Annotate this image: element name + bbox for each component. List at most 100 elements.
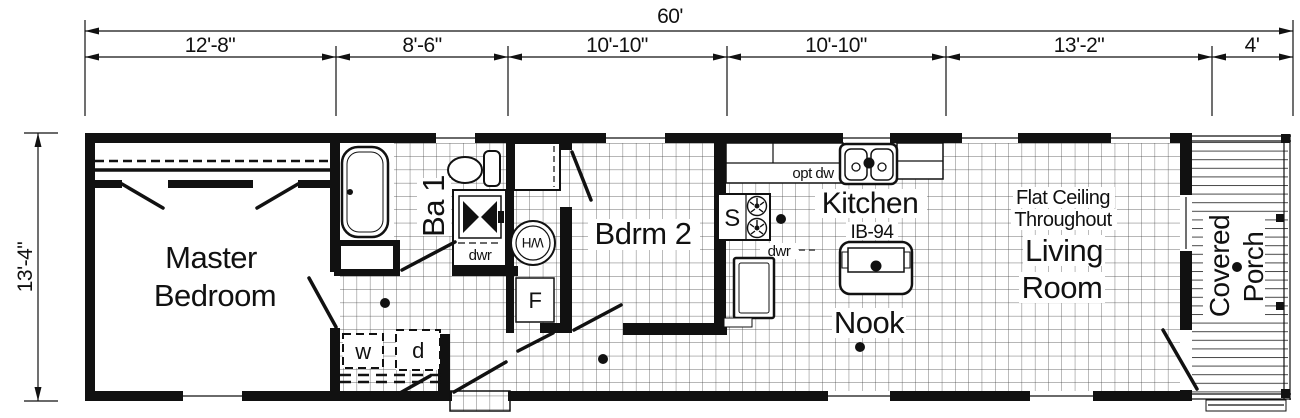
bath-drawers-label: dwr xyxy=(469,247,492,264)
utility-door-leaf xyxy=(516,331,555,353)
living-room: Flat Ceiling Throughout Living Room xyxy=(1011,187,1199,391)
laundry: w d xyxy=(340,329,448,384)
master-bedroom: Master Bedroom xyxy=(95,159,338,329)
room-label-kitchen: Kitchen xyxy=(822,187,919,220)
master-door-leaf xyxy=(307,276,338,329)
wall-wd-stub xyxy=(438,334,450,391)
wall-closet xyxy=(95,180,122,188)
utility-cabinet xyxy=(513,142,561,191)
room-label-nook: Nook xyxy=(834,305,905,340)
sink-faucet xyxy=(863,157,875,169)
dim-overall-height: 13'-4" xyxy=(14,242,37,293)
toilet-tank xyxy=(483,150,501,187)
room-label-covered: Covered xyxy=(1204,215,1235,317)
wall-utility-right xyxy=(560,143,572,150)
entry-door-leaf xyxy=(452,360,508,394)
room-label-master: Master xyxy=(165,240,257,275)
ceiling-light xyxy=(380,298,390,308)
closet-door-leaf xyxy=(255,182,300,210)
bedroom2-closet-door-leaf xyxy=(570,150,593,202)
dryer xyxy=(395,329,441,371)
porch-post xyxy=(1281,134,1290,143)
wall-bath-south xyxy=(452,266,518,276)
closet-door-leaf xyxy=(120,182,165,210)
room-label-living: Living xyxy=(1025,233,1103,268)
dim-segment-5: 13'-2" xyxy=(1054,34,1105,57)
linen-cabinet xyxy=(341,246,393,269)
tub-drain xyxy=(347,189,353,195)
porch-post xyxy=(1276,302,1284,310)
ceiling-note-line2: Throughout xyxy=(1014,209,1112,231)
furnace-label: F xyxy=(529,288,542,313)
exterior-wall-bottom xyxy=(85,391,1192,401)
vanity-sink-bowtie xyxy=(481,201,497,233)
range-label: S xyxy=(724,205,740,232)
left-dimension-line: 13'-4" xyxy=(14,132,58,402)
room-label-bedroom2: Bdrm 2 xyxy=(595,216,692,251)
entry-door-leaf xyxy=(398,374,432,395)
sink-basin xyxy=(844,148,868,181)
range-burner xyxy=(746,195,768,239)
refrigerator xyxy=(732,256,776,320)
bath-door-leaf xyxy=(400,240,457,272)
wall-bedroom2-south xyxy=(623,323,727,335)
ceiling-light xyxy=(598,354,608,364)
sink-drain xyxy=(877,162,887,172)
wall-closet xyxy=(298,180,330,188)
ceiling-note-line1: Flat Ceiling xyxy=(1016,187,1110,209)
covered-porch: Covered Porch xyxy=(1192,134,1291,412)
wall-utility-left xyxy=(506,143,514,333)
kitchen-drawers-label: dwr xyxy=(768,243,791,260)
bedroom-2: Bdrm 2 xyxy=(570,150,700,332)
washer xyxy=(342,333,384,369)
toilet-bowl xyxy=(447,156,483,184)
hall xyxy=(380,214,865,395)
room-label-bedroom: Bedroom xyxy=(154,278,276,313)
entry-step xyxy=(449,390,511,412)
top-dimension-lines: 60' 12'-8" 8'-6" 10'-10" 10'-10" 13'-2" … xyxy=(84,5,1294,116)
room-label-porch: Porch xyxy=(1238,232,1269,303)
dim-segment-2: 8'-6" xyxy=(402,34,441,57)
sink-basin xyxy=(870,148,894,181)
island-tab xyxy=(903,251,911,269)
porch-door-leaf xyxy=(1161,328,1199,391)
water-heater-label: WH xyxy=(522,235,544,250)
sink-drain xyxy=(851,162,861,172)
washer-label: w xyxy=(354,339,371,364)
vanity-cabinet xyxy=(452,189,507,267)
dim-segment-6: 4' xyxy=(1245,34,1260,57)
water-heater-inner xyxy=(515,225,551,261)
kitchen: opt dw S dwr Kitchen xyxy=(717,142,944,340)
porch-post xyxy=(1281,389,1290,398)
porch-post xyxy=(1276,214,1284,222)
refrigerator-inner xyxy=(738,262,770,314)
ceiling-light xyxy=(855,342,865,352)
bedroom2-door-leaf xyxy=(572,303,623,332)
optional-dishwasher-label: opt dw xyxy=(792,165,834,182)
kitchen-model-label: IB-94 xyxy=(851,222,895,243)
bathtub xyxy=(340,145,390,239)
dim-segment-3: 10'-10" xyxy=(586,34,648,57)
island-tab xyxy=(841,251,849,269)
dryer-label: d xyxy=(412,338,424,363)
utility-closet: WH F xyxy=(510,142,561,353)
dim-arrowheads xyxy=(85,53,1293,61)
porch-ceiling-light xyxy=(1232,262,1242,272)
room-label-room: Room xyxy=(1022,270,1103,305)
furnace xyxy=(515,277,555,323)
vanity-sink-bowtie xyxy=(463,201,479,233)
wall-utility-south xyxy=(540,323,572,333)
vanity-faucet xyxy=(498,211,504,223)
water-heater xyxy=(510,220,556,266)
kitchen-ledge xyxy=(723,317,753,328)
room-label-bath1: Ba 1 xyxy=(416,175,451,237)
dim-segment-1: 12'-8" xyxy=(185,34,236,57)
ceiling-light xyxy=(776,214,786,224)
exterior-wall-left xyxy=(85,133,95,401)
wall-utility-right xyxy=(560,207,572,333)
dim-overall-width: 60' xyxy=(657,5,683,28)
dim-segment-4: 10'-10" xyxy=(805,34,867,57)
bath-1: dwr Ba 1 xyxy=(334,145,507,276)
